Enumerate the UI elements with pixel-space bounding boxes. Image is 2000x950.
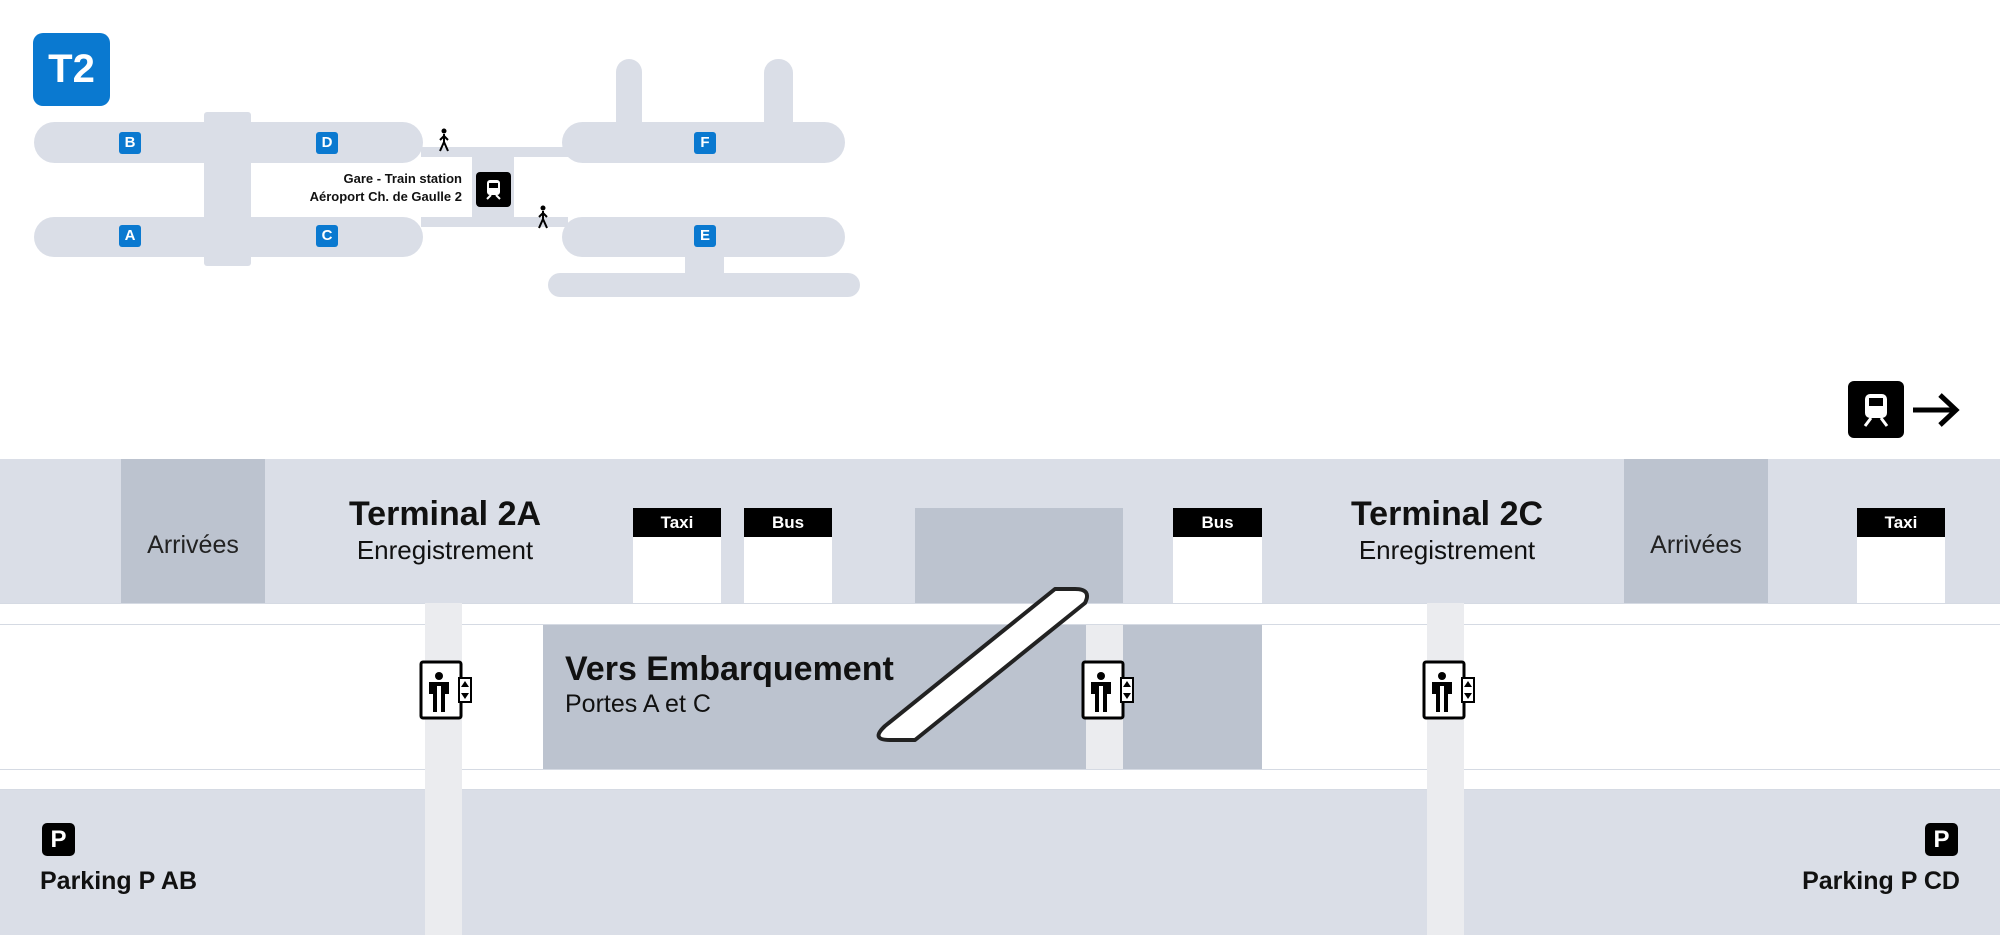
train-icon[interactable]	[476, 172, 511, 207]
arrow-right-icon	[1910, 390, 1962, 435]
station-line1: Gare - Train station	[343, 171, 462, 186]
gate-e[interactable]: E	[694, 225, 716, 247]
parking-icon[interactable]: P	[42, 823, 75, 856]
pedestrian-icon	[436, 128, 452, 157]
escalator-landing	[915, 508, 1123, 603]
floor-divider	[0, 769, 2000, 790]
pier-e-extension	[548, 273, 860, 297]
escalator-icon[interactable]	[860, 575, 1100, 775]
pedestrian-icon	[535, 205, 551, 234]
parking-cd-label[interactable]: Parking P CD	[1802, 867, 1960, 895]
bus-label: Bus	[1173, 508, 1262, 537]
elevator-shaft	[1427, 603, 1464, 935]
parking-level	[0, 790, 2000, 935]
parking-ab-label[interactable]: Parking P AB	[40, 867, 197, 895]
arrivals-label-left: Arrivées	[147, 531, 239, 559]
gate-d[interactable]: D	[316, 132, 338, 154]
arrivals-label-right: Arrivées	[1650, 531, 1742, 559]
terminal-2a-subtitle: Enregistrement	[356, 535, 534, 565]
elevator-icon[interactable]	[1422, 660, 1478, 720]
bus-label: Bus	[744, 508, 832, 537]
arrivals-zone-left	[121, 459, 265, 603]
boarding-subtitle: Portes A et C	[565, 690, 711, 718]
bus-stop-c[interactable]: Bus	[1173, 508, 1262, 603]
terminal-2c-subtitle: Enregistrement	[1358, 535, 1536, 565]
gate-c[interactable]: C	[316, 225, 338, 247]
bus-stop-a[interactable]: Bus	[744, 508, 832, 603]
station-label: Gare - Train station Aéroport Ch. de Gau…	[310, 170, 462, 206]
terminal-badge: T2	[33, 33, 110, 106]
gate-b[interactable]: B	[119, 132, 141, 154]
gate-a[interactable]: A	[119, 225, 141, 247]
elevator-icon[interactable]	[419, 660, 475, 720]
station-line2: Aéroport Ch. de Gaulle 2	[309, 189, 462, 204]
pier-ac	[34, 217, 423, 257]
gate-f[interactable]: F	[694, 132, 716, 154]
pier-bd	[34, 122, 423, 163]
arrivals-zone-right	[1624, 459, 1768, 603]
boarding-zone[interactable]	[543, 625, 1262, 769]
taxi-label: Taxi	[1857, 508, 1945, 537]
elevator-icon[interactable]	[1081, 660, 1137, 720]
terminal-2c-title: Terminal 2C	[1350, 495, 1544, 533]
train-direction-icon[interactable]	[1848, 381, 1904, 438]
taxi-label: Taxi	[633, 508, 721, 537]
parking-icon[interactable]: P	[1925, 823, 1958, 856]
boarding-title: Vers Embarquement	[565, 650, 894, 688]
elevator-shaft	[425, 603, 462, 935]
floor-divider	[0, 603, 2000, 625]
taxi-stand-a[interactable]: Taxi	[633, 508, 721, 603]
taxi-stand-c[interactable]: Taxi	[1857, 508, 1945, 603]
terminal-2a-title: Terminal 2A	[348, 495, 542, 533]
